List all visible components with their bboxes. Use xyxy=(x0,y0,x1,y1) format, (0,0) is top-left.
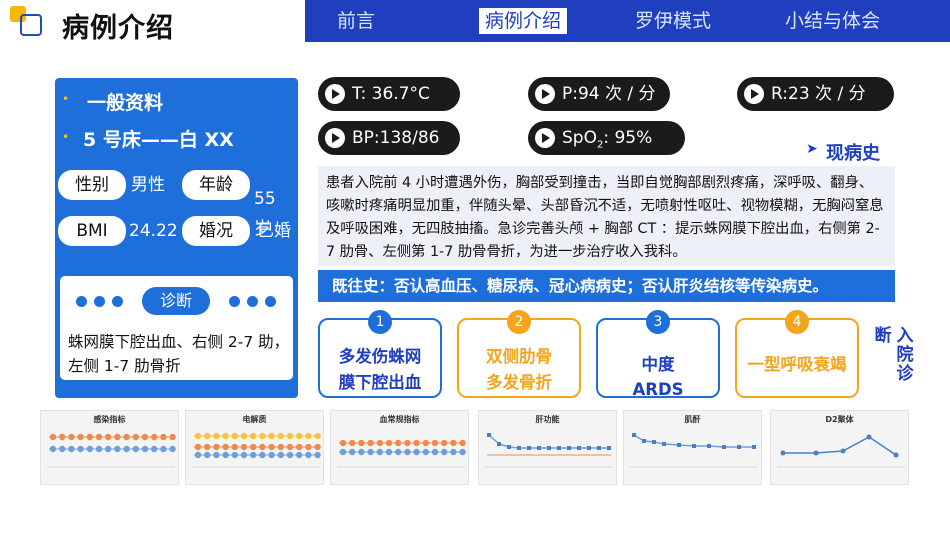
vital-blood-pressure: BP:138/86 xyxy=(318,121,460,155)
chart-blood-routine: 血常规指标 xyxy=(330,410,469,485)
series-marker xyxy=(707,444,711,448)
diagnosis-card-4: 4 一型呼吸衰竭 xyxy=(735,310,859,398)
chart-liver-function: 肝功能 xyxy=(478,410,617,485)
bullet-icon: • xyxy=(62,130,70,144)
general-info-heading: 一般资料 xyxy=(87,92,164,114)
vital-pulse: P:94 次 / 分 xyxy=(528,77,670,111)
series-marker xyxy=(597,446,601,450)
page-title: 病例介绍 xyxy=(62,13,174,44)
series-marker xyxy=(677,443,681,447)
arrow-right-icon: ➤ xyxy=(806,141,818,157)
bullet-icon: • xyxy=(62,92,70,106)
series-marker xyxy=(497,442,501,446)
age-value: 55 岁 xyxy=(254,189,276,239)
series-marker xyxy=(567,446,571,450)
nav-bar: 前言 病例介绍 罗伊模式 小结与体会 xyxy=(305,0,950,42)
chart-electrolytes: 电解质 xyxy=(185,410,324,485)
series-marker xyxy=(632,433,636,437)
series-marker xyxy=(840,448,846,454)
series-marker xyxy=(587,446,591,450)
series-marker xyxy=(607,446,611,450)
series-marker xyxy=(537,446,541,450)
card-number: 2 xyxy=(507,310,531,334)
diagnosis-box: 诊断 蛛网膜下腔出血、右侧 2-7 助，左侧 1-7 肋骨折 xyxy=(60,276,293,380)
sex-value: 男性 xyxy=(131,175,165,195)
series-marker xyxy=(527,446,531,450)
vital-respiration: R:23 次 / 分 xyxy=(737,77,894,111)
series-marker xyxy=(692,444,696,448)
card-number: 3 xyxy=(646,310,670,334)
general-info-panel: • 一般资料 • 5 号床——白 XX 性别 男性 年龄 55 岁 BMI 24… xyxy=(55,78,298,398)
play-icon xyxy=(744,84,764,104)
series-line xyxy=(783,436,897,456)
past-history-bar: 既往史：否认高血压、糖尿病、冠心病病史；否认肝炎结核等传染病史。 xyxy=(318,270,895,302)
dots-right xyxy=(229,296,276,307)
diagnosis-card-2: 2 双侧肋骨 多发骨折 xyxy=(457,310,581,398)
marital-value: 已婚 xyxy=(257,221,291,241)
nav-item-summary[interactable]: 小结与体会 xyxy=(785,10,881,32)
nav-item-roy-model[interactable]: 罗伊模式 xyxy=(635,10,712,32)
series-marker xyxy=(642,439,646,443)
age-label: 年龄 xyxy=(182,170,250,200)
nav-item-preface[interactable]: 前言 xyxy=(337,10,376,32)
series-line xyxy=(633,434,754,448)
sex-label: 性别 xyxy=(58,170,126,200)
series-marker xyxy=(752,445,756,449)
chart-creatinine: 肌酐 xyxy=(623,410,762,485)
dots-left xyxy=(76,296,123,307)
present-history-title: 现病史 xyxy=(826,143,880,164)
logo-square-yellow xyxy=(10,6,26,22)
patient-bed-name: 5 号床——白 XX xyxy=(83,129,234,151)
diagnosis-text: 蛛网膜下腔出血、右侧 2-7 助，左侧 1-7 肋骨折 xyxy=(68,333,290,375)
series-marker xyxy=(662,442,666,446)
card-number: 1 xyxy=(368,310,392,334)
series-marker xyxy=(507,445,511,449)
logo-square-outline xyxy=(20,14,42,36)
chart-infection: 感染指标 xyxy=(40,410,179,485)
series-marker xyxy=(577,446,581,450)
diagnosis-label: 诊断 xyxy=(142,287,210,315)
series-marker xyxy=(737,445,741,449)
diagnosis-card-1: 1 多发伤蛛网 膜下腔出血 xyxy=(318,310,442,398)
series-marker xyxy=(557,446,561,450)
series-marker xyxy=(487,433,491,437)
bmi-label: BMI xyxy=(58,216,126,246)
series-marker xyxy=(866,434,872,440)
vital-temperature: T: 36.7°C xyxy=(318,77,460,111)
series-marker xyxy=(547,446,551,450)
vital-spo2: SpO2: 95% xyxy=(528,121,685,155)
play-icon xyxy=(535,84,555,104)
series-marker xyxy=(813,450,819,456)
series-marker xyxy=(893,452,899,458)
chart-d-dimer: D2聚体 xyxy=(770,410,909,485)
series-marker xyxy=(652,440,656,444)
diagnosis-card-3: 3 中度 ARDS xyxy=(596,310,720,399)
marital-label: 婚况 xyxy=(182,216,250,246)
present-history-text: 患者入院前 4 小时遭遇外伤，胸部受到撞击，当即自觉胸部剧烈疼痛，深呼吸、翻身、… xyxy=(318,166,895,266)
play-icon xyxy=(535,128,555,148)
play-icon xyxy=(325,128,345,148)
series-marker xyxy=(722,445,726,449)
series-marker xyxy=(517,446,521,450)
nav-item-case-intro[interactable]: 病例介绍 xyxy=(479,8,568,34)
card-number: 4 xyxy=(785,310,809,334)
series-marker xyxy=(780,450,786,456)
play-icon xyxy=(325,84,345,104)
bmi-value: 24.22 xyxy=(129,221,178,241)
